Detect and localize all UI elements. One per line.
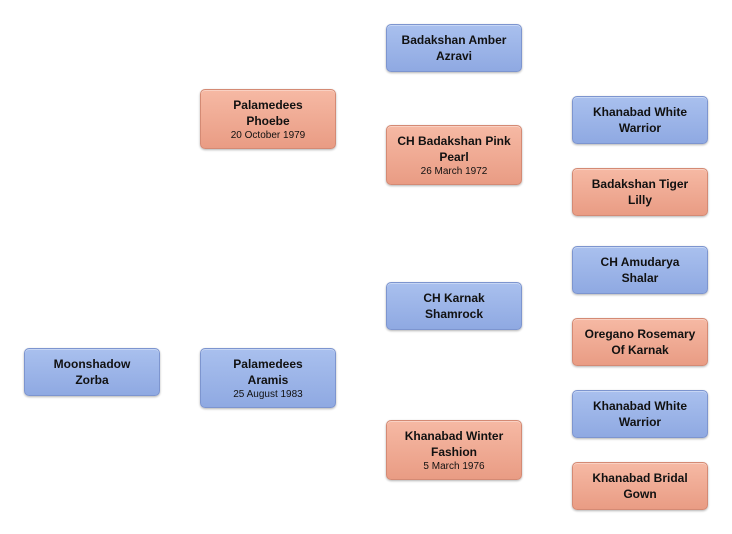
pedigree-node-khanabad-white-warrior[interactable]: Khanabad White Warrior (572, 96, 708, 144)
pedigree-node-badakshan-pink-pearl[interactable]: CH Badakshan Pink Pearl 26 March 1972 (386, 125, 522, 185)
node-date: 5 March 1976 (423, 460, 485, 472)
pedigree-node-moonshadow-zorba[interactable]: Moonshadow Zorba (24, 348, 160, 396)
node-name-line2: Shalar (621, 271, 659, 285)
pedigree-node-karnak-shamrock[interactable]: CH Karnak Shamrock (386, 282, 522, 330)
pedigree-node-oregano-rosemary-of-karnak[interactable]: Oregano Rosemary Of Karnak (572, 318, 708, 366)
node-name-line2: Pearl (439, 149, 469, 164)
node-name-line2: Warrior (618, 415, 662, 429)
node-name-line1: CH Badakshan Pink (397, 133, 511, 148)
pedigree-node-badakshan-tiger-lilly[interactable]: Badakshan Tiger Lilly (572, 168, 708, 216)
pedigree-node-badakshan-amber-azravi[interactable]: Badakshan Amber Azravi (386, 24, 522, 72)
pedigree-node-khanabad-bridal-gown[interactable]: Khanabad Bridal Gown (572, 462, 708, 510)
pedigree-node-amudarya-shalar[interactable]: CH Amudarya Shalar (572, 246, 708, 294)
node-date: 25 August 1983 (233, 388, 303, 400)
pedigree-node-palamedees-aramis[interactable]: Palamedees Aramis 25 August 1983 (200, 348, 336, 408)
node-date: 26 March 1972 (420, 165, 488, 177)
node-name-line1: Khanabad Bridal (592, 471, 688, 485)
node-name-line1: Khanabad White (592, 105, 687, 119)
node-name-line1: Oregano Rosemary (584, 327, 696, 341)
node-name-line2: Fashion (430, 444, 477, 459)
pedigree-node-khanabad-winter-fashion[interactable]: Khanabad Winter Fashion 5 March 1976 (386, 420, 522, 480)
node-name-line2: Zorba (75, 373, 109, 387)
node-name-line2: Shamrock (424, 307, 484, 321)
node-name-line1: Badakshan Amber (401, 33, 507, 47)
node-name-line2: Aramis (247, 372, 289, 387)
node-name-line1: Moonshadow (53, 357, 131, 371)
node-name-line2: Of Karnak (611, 343, 669, 357)
node-name-line2: Warrior (618, 121, 662, 135)
node-name-line2: Lilly (627, 193, 652, 207)
pedigree-node-khanabad-white-warrior[interactable]: Khanabad White Warrior (572, 390, 708, 438)
node-name-line1: CH Amudarya (600, 255, 680, 269)
node-name-line1: Khanabad White (592, 399, 687, 413)
node-name-line2: Azravi (435, 49, 473, 63)
node-name-line1: Badakshan Tiger (591, 177, 689, 191)
node-name-line2: Gown (623, 487, 657, 501)
node-name-line1: Khanabad Winter (404, 428, 504, 443)
node-date: 20 October 1979 (230, 129, 306, 141)
node-name-line1: Palamedees (233, 97, 303, 112)
pedigree-node-palamedees-phoebe[interactable]: Palamedees Phoebe 20 October 1979 (200, 89, 336, 149)
node-name-line1: Palamedees (233, 356, 303, 371)
node-name-line1: CH Karnak (423, 291, 485, 305)
node-name-line2: Phoebe (246, 113, 290, 128)
